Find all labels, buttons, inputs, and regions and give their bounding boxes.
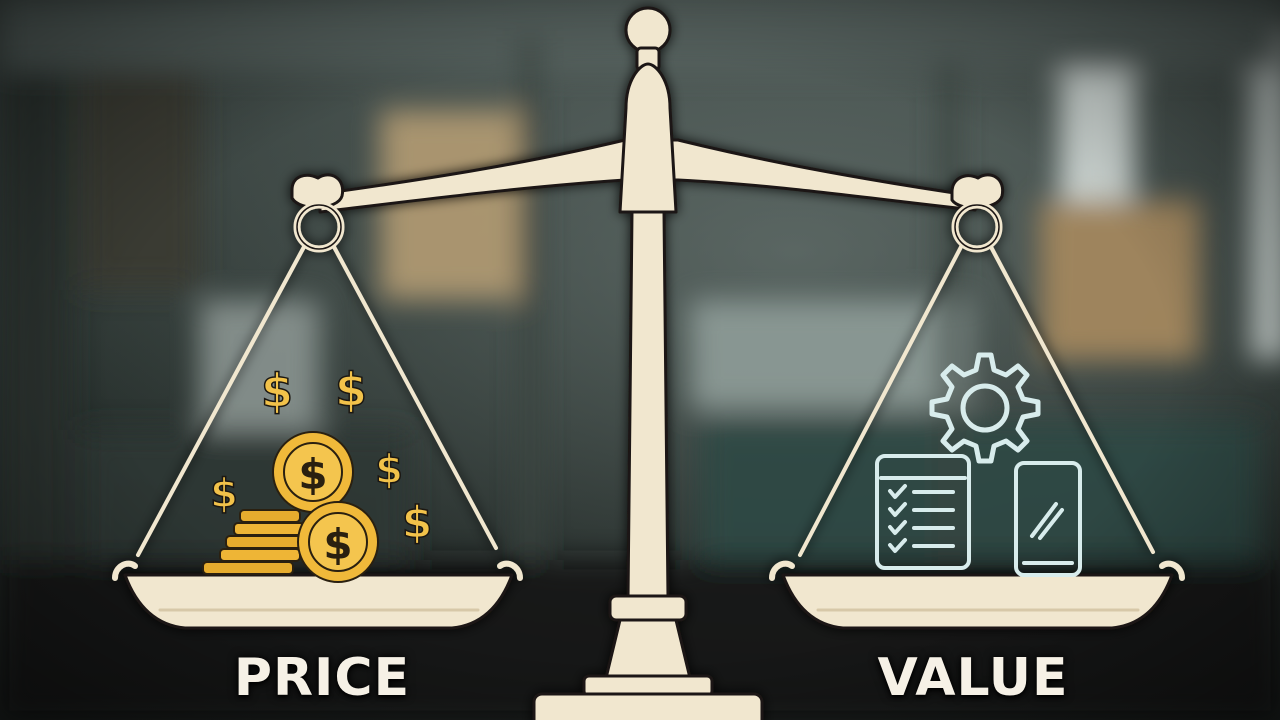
svg-text:$: $: [402, 497, 433, 548]
smartphone-icon: [1014, 461, 1082, 577]
right-chains: [798, 243, 1155, 557]
svg-text:$: $: [375, 447, 403, 493]
right-beam-end: [950, 173, 1005, 253]
gear-icon: [929, 352, 1041, 464]
value-label: VALUE: [877, 648, 1069, 708]
price-label: PRICE: [233, 648, 411, 708]
scale-post: [532, 6, 764, 720]
svg-text:$: $: [261, 364, 293, 418]
svg-text:$: $: [335, 363, 367, 417]
left-chains: [136, 243, 498, 557]
coin-stack-icon: $ $: [202, 431, 379, 583]
svg-text:$: $: [210, 471, 238, 517]
left-beam-end: [290, 173, 345, 253]
left-pan: [112, 560, 523, 630]
svg-text:$: $: [298, 450, 327, 499]
right-pan: [769, 560, 1185, 630]
checklist-icon: [875, 454, 971, 570]
dollar-sign-icon: $ $ $ $ $: [209, 362, 433, 549]
svg-text:$: $: [323, 520, 352, 569]
